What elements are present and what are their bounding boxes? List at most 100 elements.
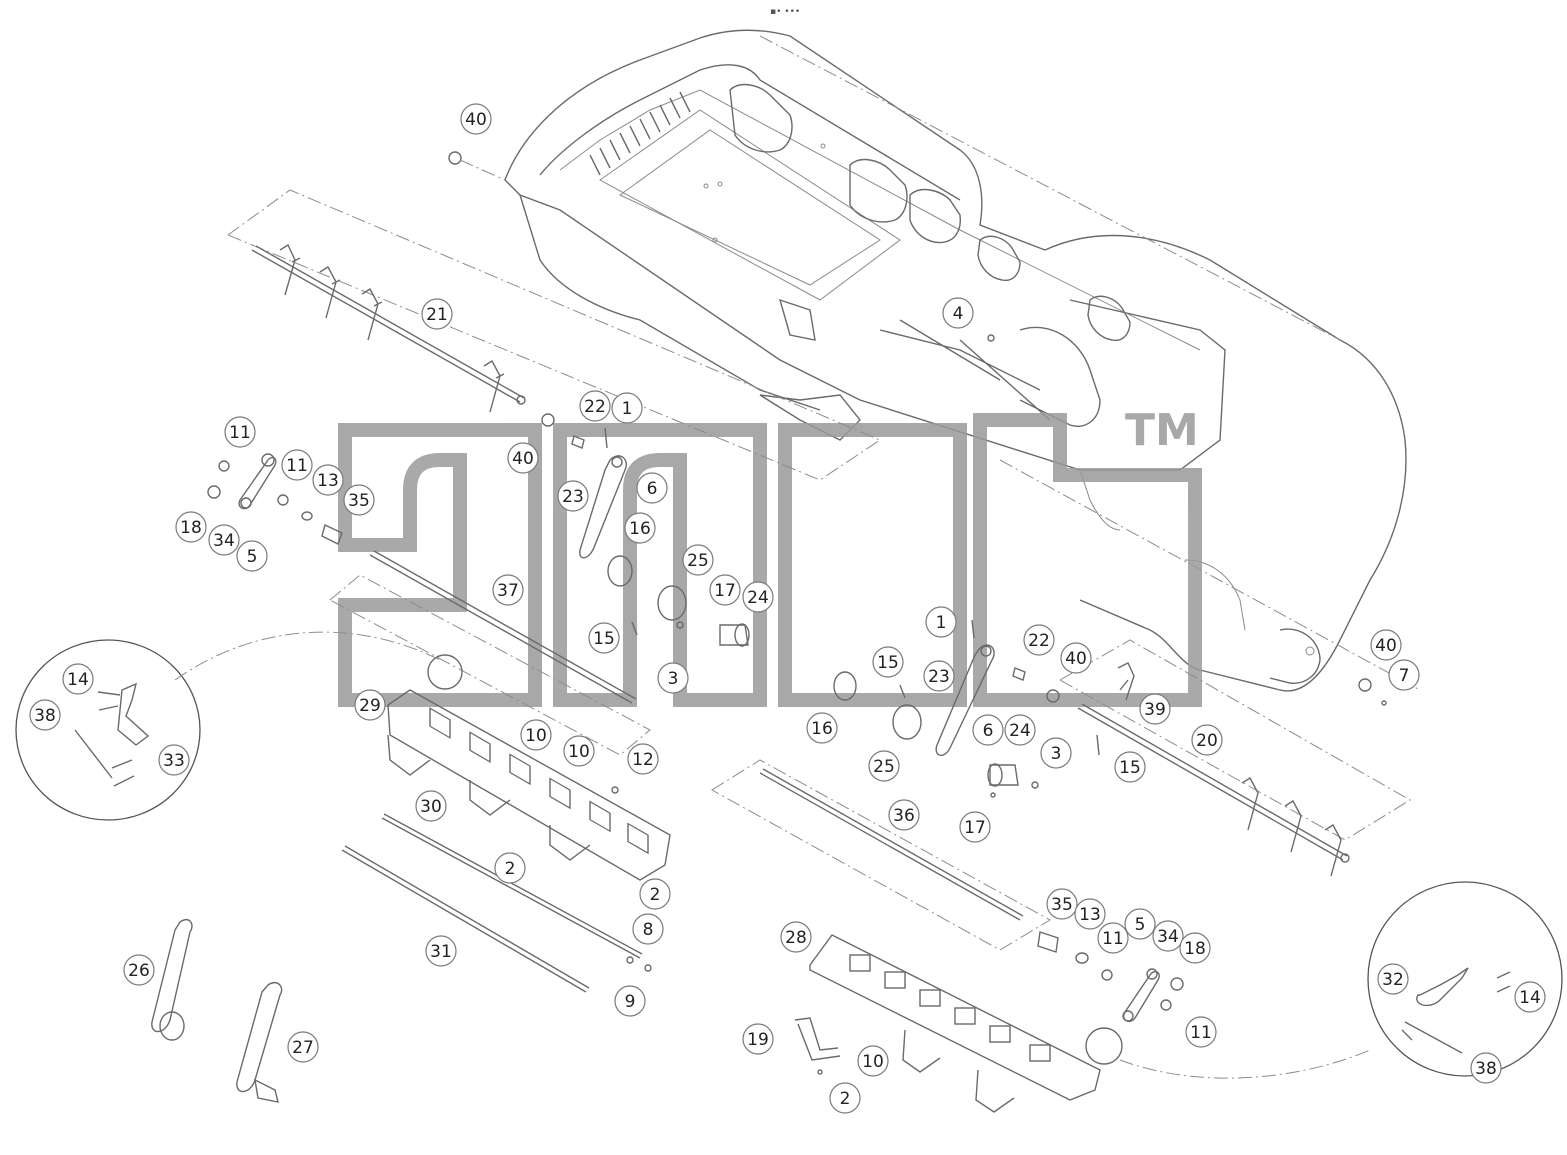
right-pin-15 — [899, 684, 906, 699]
callout-circle — [1514, 981, 1546, 1013]
callout-c6b: 6 — [972, 714, 1004, 746]
callout-c2a: 2 — [494, 852, 526, 884]
detail-pin-14a — [97, 691, 121, 711]
left-nut-11b — [277, 494, 289, 506]
callout-circle — [1388, 659, 1420, 691]
callout-label: 1 — [936, 613, 947, 633]
left-bracket-34 — [238, 453, 277, 510]
callout-c40d: 40 — [1370, 629, 1402, 661]
callout-circle — [281, 449, 313, 481]
callout-c13a: 13 — [312, 464, 344, 496]
callout-label: 38 — [34, 706, 56, 726]
callout-circle — [829, 1082, 861, 1114]
callout-label: 8 — [643, 920, 654, 940]
callout-c20: 20 — [1191, 724, 1223, 756]
callout-label: 29 — [359, 696, 381, 716]
callout-circle — [1023, 624, 1055, 656]
callout-circle — [507, 442, 539, 474]
callout-c10a: 10 — [520, 719, 552, 751]
detail-clip-33 — [117, 682, 150, 746]
diagram-code-mark: ▪• ••• — [770, 7, 800, 17]
callout-c15b: 15 — [872, 646, 904, 678]
callout-label: 24 — [747, 588, 769, 608]
callout-circle — [868, 750, 900, 782]
right-nut-11a — [1101, 969, 1113, 981]
callout-label: 6 — [647, 479, 658, 499]
callout-circle — [588, 622, 620, 654]
callout-c8: 8 — [632, 913, 664, 945]
callout-circle — [636, 472, 668, 504]
hopper-opening-2 — [849, 158, 908, 223]
callout-c10c: 10 — [857, 1045, 889, 1077]
screw-4 — [987, 334, 995, 342]
left-nut-8 — [626, 956, 634, 964]
callout-label: 7 — [1399, 666, 1410, 686]
callout-c38a: 38 — [29, 699, 61, 731]
callout-label: 15 — [1119, 758, 1141, 778]
callout-circle — [972, 714, 1004, 746]
callout-label: 35 — [348, 491, 370, 511]
callout-label: 31 — [430, 942, 452, 962]
callout-label: 14 — [1519, 988, 1541, 1008]
callout-circle — [857, 1045, 889, 1077]
callout-label: 15 — [593, 629, 615, 649]
callout-label: 6 — [983, 721, 994, 741]
callout-circle — [62, 663, 94, 695]
callout-c30: 30 — [415, 790, 447, 822]
callout-label: 37 — [497, 581, 519, 601]
right-pin-7 — [1381, 700, 1387, 706]
callout-c25b: 25 — [868, 750, 900, 782]
callout-c12: 12 — [627, 743, 659, 775]
callout-c14b: 14 — [1514, 981, 1546, 1013]
callout-label: 40 — [465, 110, 487, 130]
callout-c35b: 35 — [1046, 888, 1078, 920]
right-pin-15b — [1096, 734, 1100, 756]
callout-c32: 32 — [1377, 963, 1409, 995]
hopper-opening-3 — [909, 188, 962, 244]
callout-label: 17 — [964, 818, 986, 838]
callout-circle — [1370, 629, 1402, 661]
left-detail-ref-circle — [427, 654, 463, 690]
callout-c28: 28 — [780, 921, 812, 953]
callout-label: 22 — [584, 397, 606, 417]
right-pin-39 — [1117, 662, 1135, 701]
detail-cotter-38b — [1401, 1021, 1463, 1054]
left-nut-9 — [644, 964, 652, 972]
callout-c3b: 3 — [1040, 737, 1072, 769]
callout-c11a: 11 — [224, 416, 256, 448]
callout-label: 39 — [1144, 700, 1166, 720]
callout-circle — [123, 954, 155, 986]
callout-label: 18 — [1184, 939, 1206, 959]
left-nut-3 — [676, 621, 684, 629]
callout-label: 10 — [568, 742, 590, 762]
callout-c14a: 14 — [62, 663, 94, 695]
right-agitator-shaft — [1058, 639, 1411, 877]
callout-label: 2 — [505, 859, 516, 879]
right-nut-17 — [990, 792, 996, 798]
callout-label: 30 — [420, 797, 442, 817]
left-arm-27 — [236, 981, 283, 1103]
callout-circle — [627, 743, 659, 775]
right-detail-ref-circle — [1085, 1027, 1123, 1065]
left-detail-view — [15, 631, 441, 821]
callout-label: 11 — [229, 423, 251, 443]
right-bracket-19 — [794, 1017, 841, 1061]
callout-c36: 36 — [888, 799, 920, 831]
callout-c3a: 3 — [657, 662, 689, 694]
hopper-body — [504, 29, 1421, 692]
callout-circle — [780, 921, 812, 953]
callout-label: 11 — [286, 456, 308, 476]
callout-circle — [624, 512, 656, 544]
watermark-trademark: TM — [1125, 405, 1199, 456]
callout-label: 2 — [650, 885, 661, 905]
detail-pin-14b — [1496, 971, 1511, 993]
callout-circle — [158, 744, 190, 776]
left-rod-31 — [341, 845, 590, 993]
callout-c5b: 5 — [1124, 908, 1156, 940]
callout-circle — [872, 646, 904, 678]
callout-c38b: 38 — [1470, 1052, 1502, 1084]
right-detail-view — [1119, 881, 1563, 1079]
callout-label: 13 — [317, 471, 339, 491]
callout-circle — [614, 985, 646, 1017]
callout-label: 12 — [632, 750, 654, 770]
